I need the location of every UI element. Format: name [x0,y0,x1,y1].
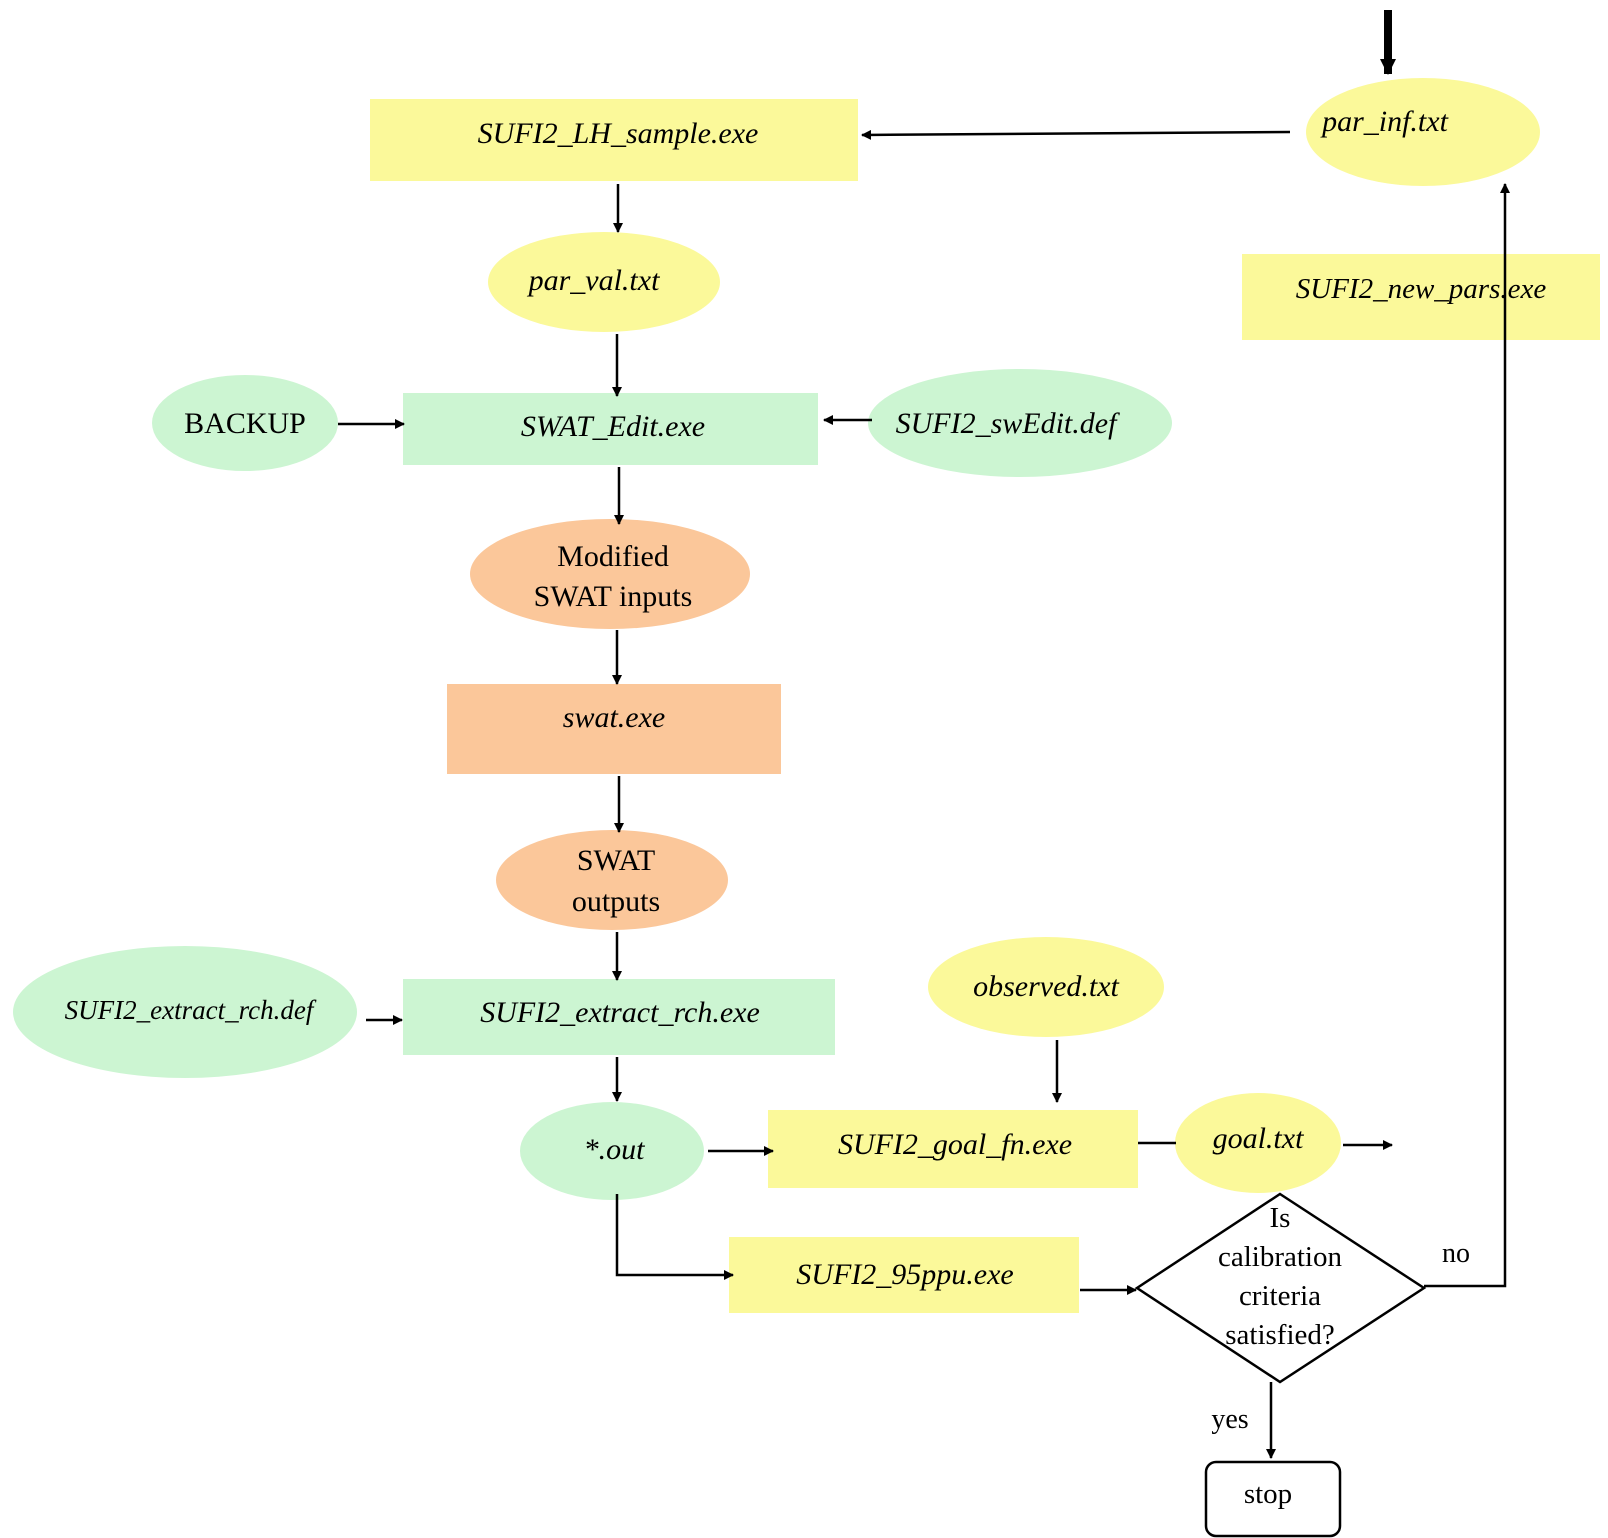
arrow-no-to-par-inf [1424,183,1510,1288]
observed-ellipse [928,937,1164,1037]
modified-inputs-label-line1: Modified [557,540,669,573]
no-label: no [1442,1238,1470,1269]
extract-exe-box [403,979,835,1055]
lh-sample-box [370,99,858,181]
backup-label: BACKUP [184,407,306,440]
extract-def-label: SUFI2_extract_rch.def [65,995,317,1025]
observed-label: observed.txt [973,970,1119,1003]
goal-txt-label: goal.txt [1213,1122,1304,1155]
par-val-ellipse [488,232,720,332]
modified-inputs-label-line2: SWAT inputs [534,580,693,613]
decision-label-line1: Is [1270,1202,1291,1234]
backup-ellipse [152,375,338,471]
arrow-par-inf-to-lh [861,129,1291,140]
swat-edit-box [403,393,818,465]
swat-outputs-label-line1: SWAT [577,844,655,877]
goal-fn-box [768,1110,1138,1188]
par-inf-ellipse [1306,78,1540,186]
extract-exe-label: SUFI2_extract_rch.exe [480,996,760,1029]
yes-label: yes [1211,1404,1248,1435]
goal-txt-ellipse [1175,1093,1341,1193]
swat-outputs-ellipse [496,830,728,930]
modified-inputs-ellipse [470,519,750,629]
extract-def-ellipse [13,946,357,1078]
decision-label-line3: criteria [1239,1280,1321,1312]
swat-exe-label: swat.exe [563,701,665,734]
goal-fn-label: SUFI2_goal_fn.exe [838,1128,1072,1161]
stop-box [1204,1460,1342,1538]
swedit-def-label: SUFI2_swEdit.def [896,407,1120,440]
new-pars-label: SUFI2_new_pars.exe [1296,273,1547,305]
lh-sample-label: SUFI2_LH_sample.exe [478,117,759,150]
decision-label-line2: calibration [1218,1241,1343,1273]
par-val-label: par_val.txt [527,264,660,297]
ppu-label: SUFI2_95ppu.exe [796,1258,1013,1291]
out-label: *.out [584,1133,646,1166]
out-ellipse [520,1102,704,1200]
swat-edit-label: SWAT_Edit.exe [521,410,705,443]
arrow-out-to-ppu [615,1194,734,1280]
swat-outputs-label-line2: outputs [572,885,660,918]
new-pars-box [1242,254,1600,340]
swat-exe-box [447,684,781,774]
ppu-box [729,1237,1079,1313]
swedit-def-ellipse [868,369,1172,477]
decision-label-line4: satisfied? [1225,1319,1335,1351]
par-inf-label: par_inf.txt [1320,105,1448,138]
decision-diamond [1134,1192,1427,1384]
stop-label: stop [1244,1478,1292,1510]
